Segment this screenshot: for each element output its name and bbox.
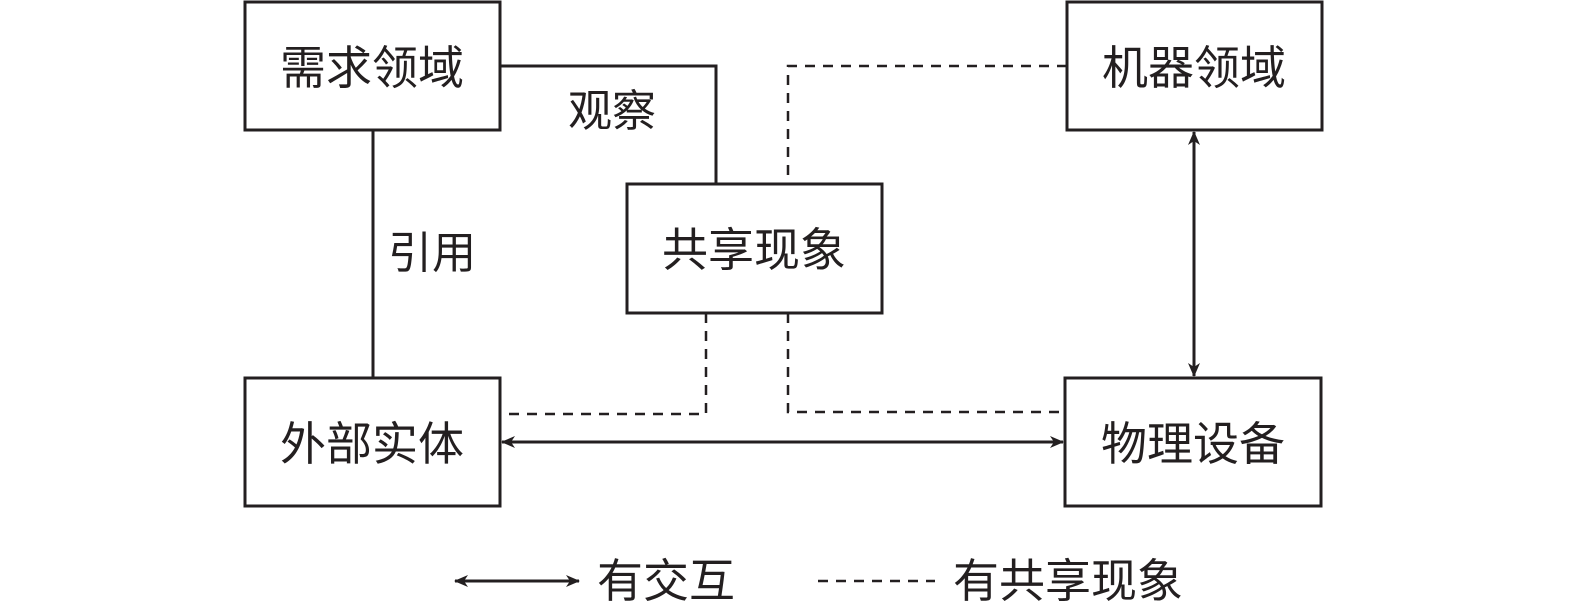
edge-shared-machine bbox=[786, 64, 1067, 184]
edge-observe-label: 观察 bbox=[568, 86, 656, 137]
node-requirement-domain-label: 需求领域 bbox=[280, 41, 464, 95]
edge-shared-device bbox=[786, 313, 1065, 414]
legend: 有交互 有共享现象 bbox=[454, 554, 1183, 608]
legend-interaction-label: 有交互 bbox=[597, 554, 735, 608]
node-physical-device: 物理设备 bbox=[1063, 376, 1323, 508]
node-machine-domain-label: 机器领域 bbox=[1102, 41, 1286, 95]
edge-reference-label: 引用 bbox=[388, 228, 476, 279]
node-machine-domain: 机器领域 bbox=[1065, 0, 1324, 132]
node-external-entity: 外部实体 bbox=[243, 376, 502, 508]
legend-shared-phenomena-label: 有共享现象 bbox=[953, 554, 1183, 608]
node-external-entity-label: 外部实体 bbox=[280, 417, 464, 471]
node-shared-phenomena: 共享现象 bbox=[625, 182, 884, 315]
edge-shared-entity bbox=[500, 313, 708, 416]
node-shared-phenomena-label: 共享现象 bbox=[662, 223, 846, 277]
edge-observe bbox=[500, 64, 718, 184]
node-physical-device-label: 物理设备 bbox=[1101, 417, 1285, 471]
node-requirement-domain: 需求领域 bbox=[243, 0, 502, 132]
